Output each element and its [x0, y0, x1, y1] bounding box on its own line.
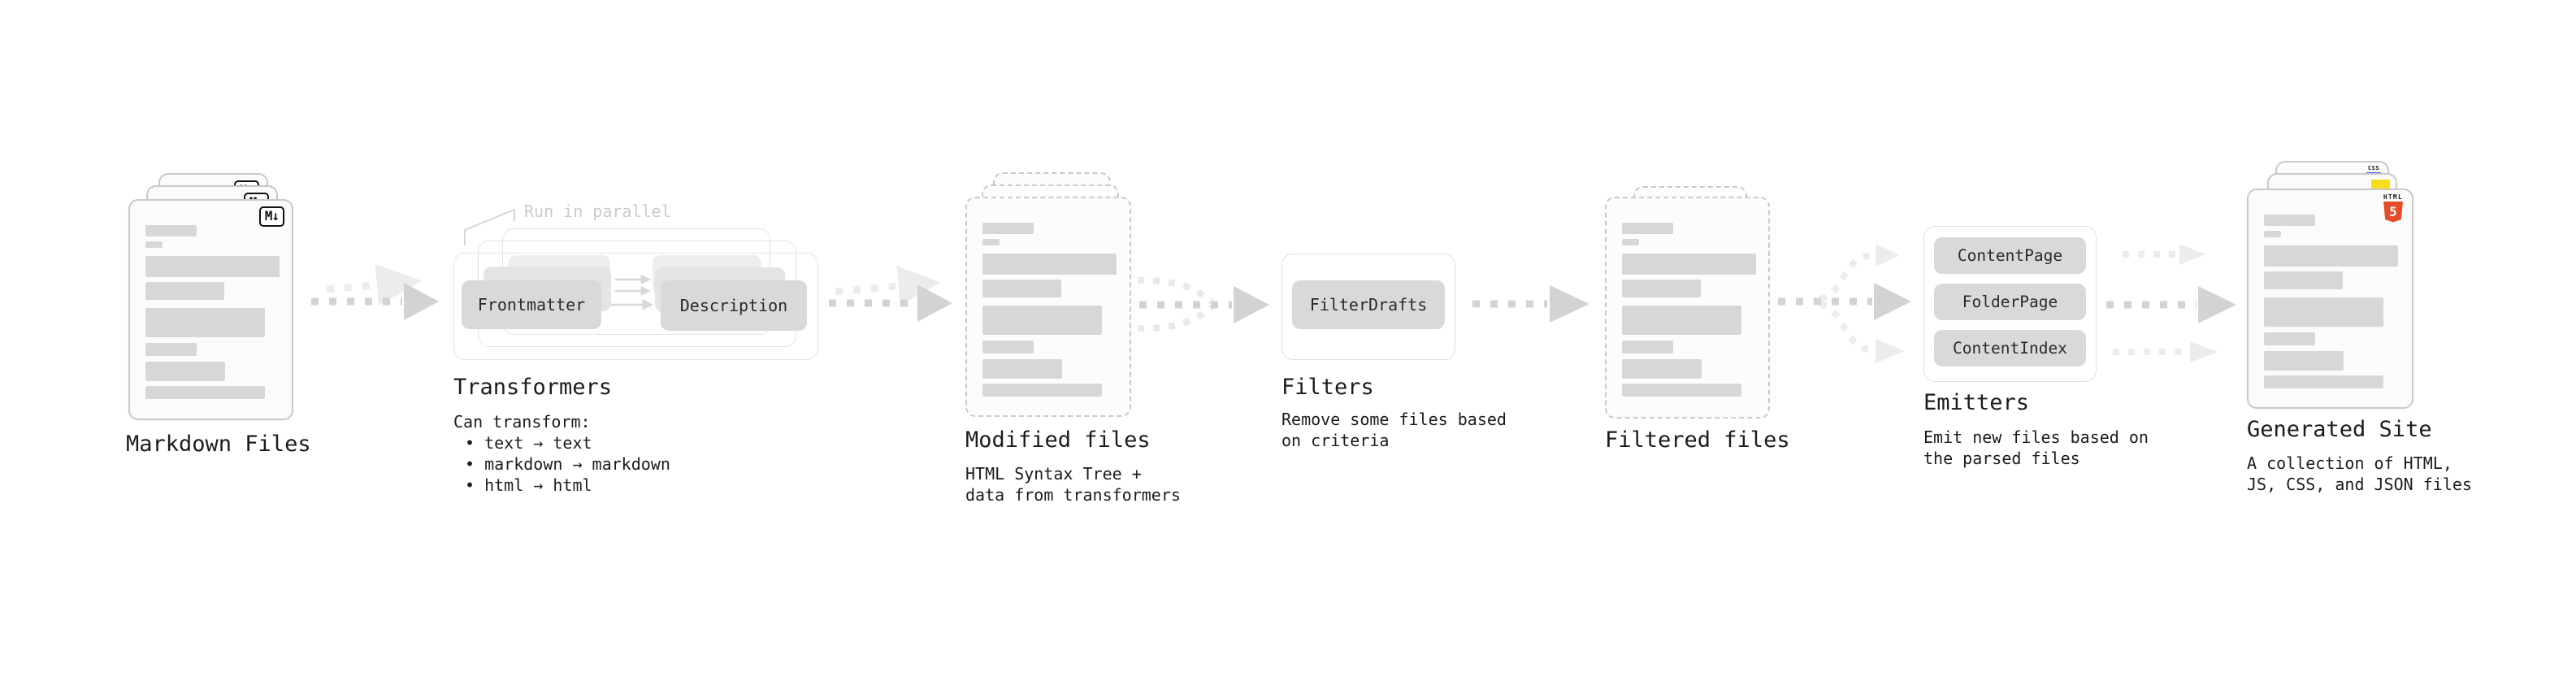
emitters-desc-line: the parsed files [1923, 449, 2080, 468]
file-line [2264, 231, 2281, 237]
transformers-desc-heading: Can transform: [453, 412, 591, 432]
stage-title-transformers: Transformers [453, 375, 613, 400]
file-line [2264, 332, 2315, 345]
filters-desc-line: Remove some files based [1281, 410, 1507, 429]
transformers-bullet: • text → text [465, 433, 592, 453]
generated-site-description: A collection of HTML, JS, CSS, and JSON … [2247, 453, 2472, 495]
file-line [982, 239, 1000, 245]
file-line [2264, 351, 2344, 371]
filter-box-filterdrafts: FilterDrafts [1292, 280, 1445, 329]
transformers-description: Can transform: • text → text • markdown … [453, 411, 670, 496]
run-in-parallel-note: Run in parallel [524, 202, 671, 221]
file-line [2264, 375, 2383, 388]
file-line [982, 306, 1102, 335]
transformer-container-front [453, 253, 818, 360]
file-card-front [965, 197, 1131, 417]
arrow-emitters-to-generated-bottom [2113, 341, 2218, 362]
file-line [2264, 297, 2383, 327]
arrow-emitters-to-generated [2106, 286, 2236, 323]
file-line [982, 223, 1034, 234]
stage-title-filtered-files: Filtered files [1605, 427, 1790, 453]
arrow-markdown-to-transformers-ghost [326, 263, 423, 306]
stage-title-markdown-files: Markdown Files [126, 432, 311, 457]
stage-title-modified-files: Modified files [965, 427, 1151, 453]
stage-title-generated-site: Generated Site [2247, 417, 2432, 442]
html5-icon: HTML 5 [2383, 194, 2403, 223]
emitter-box-folderpage: FolderPage [1934, 284, 2086, 320]
transformers-bullet: • html → html [465, 475, 592, 495]
arrow-transformers-to-modified-ghost [835, 266, 941, 306]
arrow-filtered-to-emitters-split-bottom [1819, 301, 1905, 363]
file-line [982, 340, 1034, 354]
file-card-front: HTML 5 [2247, 189, 2413, 409]
file-line [1622, 306, 1741, 335]
emitters-description: Emit new files based on the parsed files [1923, 427, 2149, 469]
file-line [2264, 245, 2398, 267]
arrow-filtered-to-emitters [1778, 283, 1911, 320]
file-card-front: M↓ [128, 199, 293, 420]
file-line [982, 384, 1102, 397]
arrow-modified-to-filters [1139, 286, 1269, 323]
file-line [145, 362, 225, 381]
file-line [145, 386, 265, 399]
file-line [145, 241, 163, 248]
arrow-transformers-to-modified [829, 284, 952, 322]
emitter-box-contentindex: ContentIndex [1934, 330, 2086, 367]
arrow-modified-to-filters-merge [1137, 276, 1214, 332]
file-line [145, 308, 265, 337]
file-line [145, 256, 280, 277]
arrow-filters-to-filtered [1472, 285, 1589, 323]
stage-title-emitters: Emitters [1923, 390, 2030, 415]
file-line [1622, 254, 1756, 275]
arrow-filtered-to-emitters-split-top [1819, 244, 1900, 302]
file-card-front [1605, 197, 1770, 419]
transformer-box-description: Description [661, 280, 807, 331]
emitters-desc-line: Emit new files based on [1923, 427, 2149, 447]
modified-desc-line: data from transformers [965, 485, 1181, 505]
file-line [1622, 280, 1701, 297]
file-line [2264, 215, 2315, 226]
file-line [982, 254, 1117, 275]
file-line [1622, 340, 1673, 354]
html5-number: 5 [2389, 203, 2397, 219]
transformers-bullet: • markdown → markdown [465, 454, 670, 474]
file-line [1622, 359, 1702, 379]
file-line [982, 280, 1061, 297]
modified-desc-line: HTML Syntax Tree + [965, 464, 1142, 484]
file-line [982, 359, 1062, 379]
filters-desc-line: on criteria [1281, 431, 1390, 450]
modified-files-description: HTML Syntax Tree + data from transformer… [965, 463, 1181, 505]
file-line [2264, 271, 2343, 289]
js-icon [2371, 180, 2390, 191]
file-line [1622, 223, 1673, 234]
stage-title-filters: Filters [1281, 375, 1374, 400]
arrow-markdown-to-transformers [311, 283, 439, 320]
emitter-box-contentpage: ContentPage [1934, 237, 2086, 274]
generated-desc-line: JS, CSS, and JSON files [2247, 475, 2472, 494]
markdown-icon: M↓ [258, 206, 284, 228]
file-line [1622, 384, 1741, 397]
filters-description: Remove some files based on criteria [1281, 409, 1507, 451]
transformer-box-frontmatter: Frontmatter [462, 280, 601, 329]
generated-desc-line: A collection of HTML, [2247, 453, 2452, 473]
file-line [145, 282, 224, 300]
file-line [145, 225, 197, 236]
arrow-emitters-to-generated-top [2123, 244, 2205, 265]
file-line [145, 343, 197, 356]
file-line [1622, 239, 1639, 245]
